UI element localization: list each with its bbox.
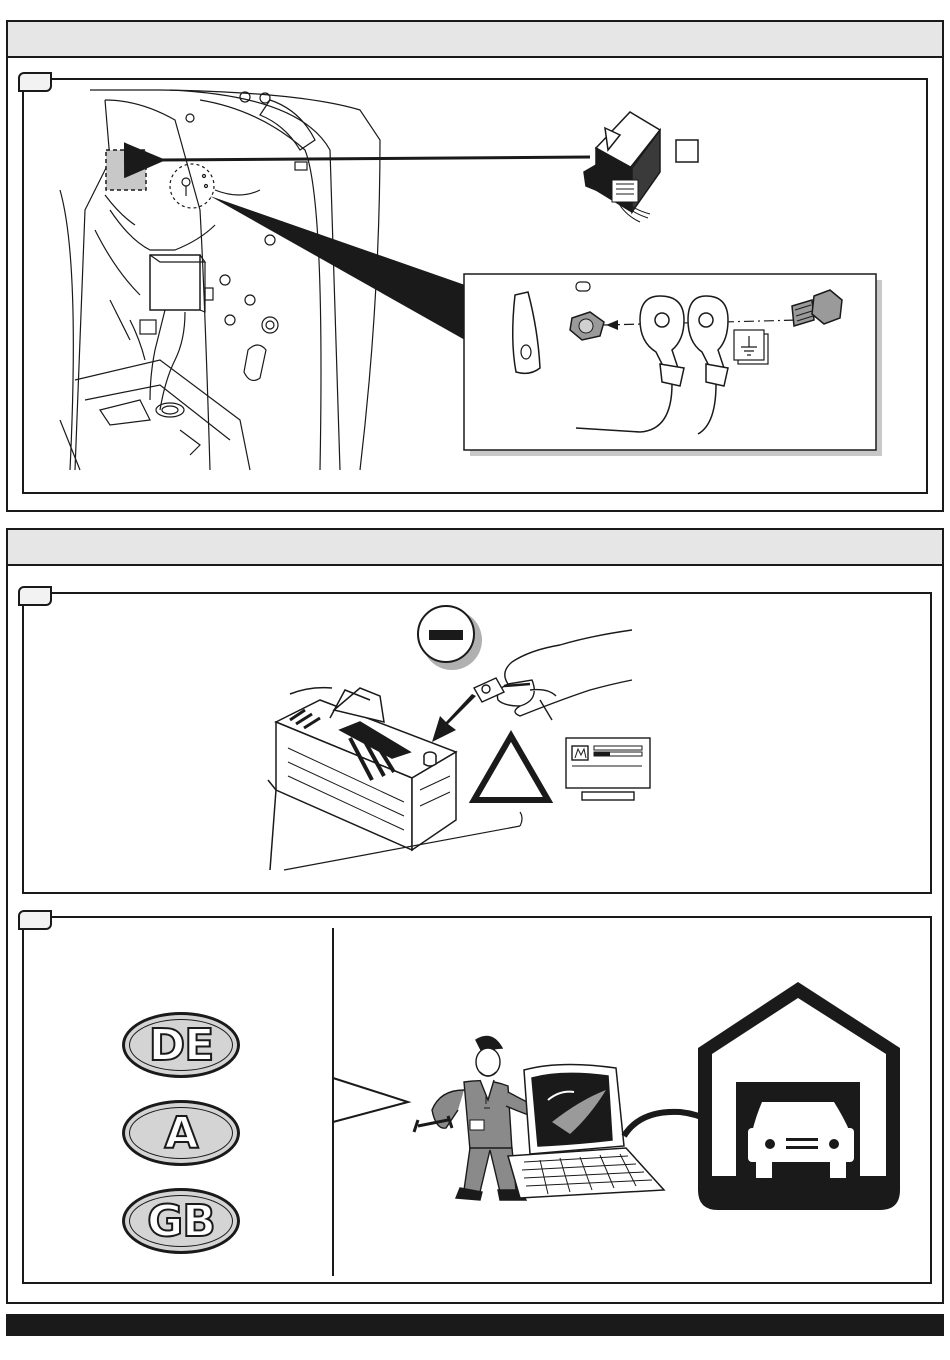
step-tab [18,72,52,92]
country-code: DE [149,1020,214,1071]
country-badge-gb: GB [122,1188,240,1254]
step-panel-2 [22,592,932,894]
step-tab [18,586,52,606]
section-connection [6,528,944,1304]
country-badge-a: A [122,1100,240,1166]
country-code: GB [147,1196,215,1247]
section-header [8,22,942,58]
country-code: A [164,1108,197,1159]
section-header [8,530,942,566]
country-badge-de: DE [122,1012,240,1078]
step-tab [18,910,52,930]
footer-bar [6,1314,944,1336]
step-panel-1 [22,78,928,494]
section-mounting [6,20,944,512]
